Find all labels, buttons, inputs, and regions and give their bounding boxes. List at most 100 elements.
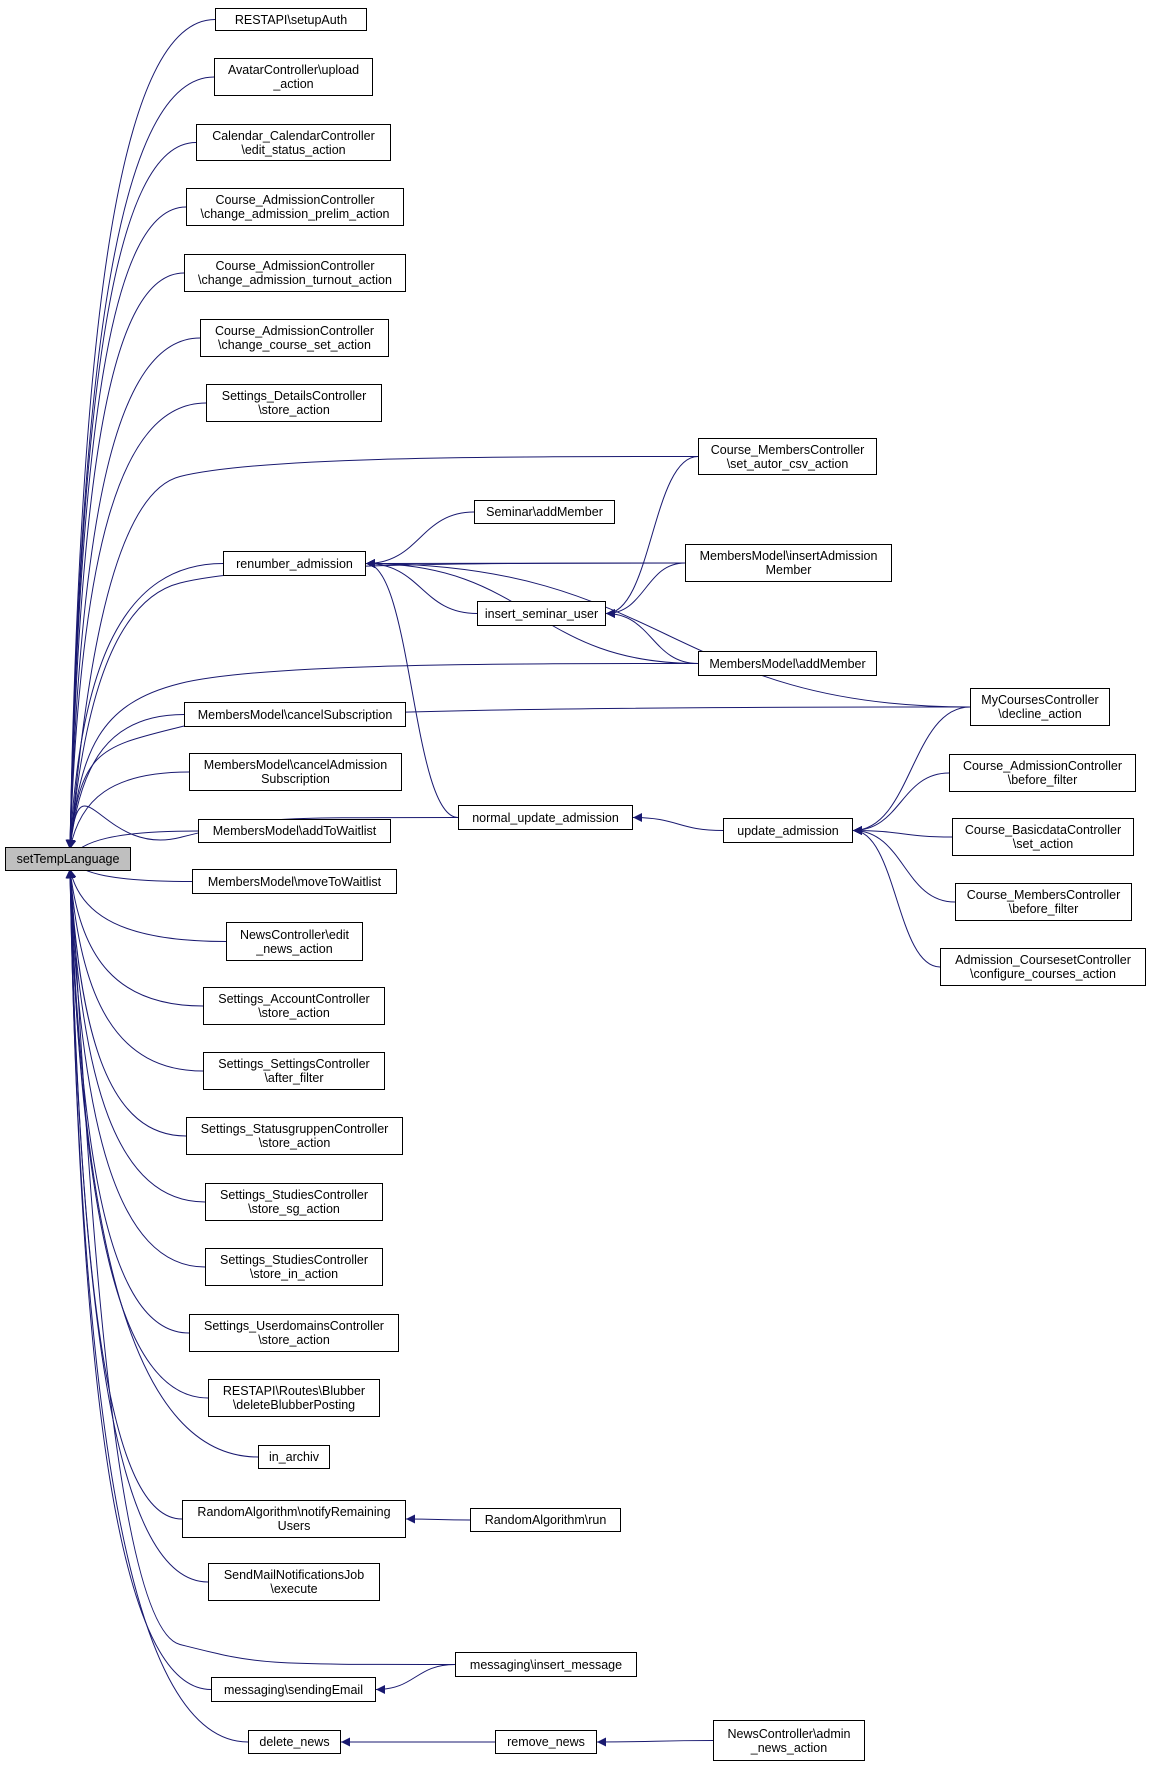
node-seminar-add[interactable]: Seminar\addMember <box>474 500 615 524</box>
node-label: Settings_AccountController \store_action <box>218 992 370 1020</box>
node-cancel-sub[interactable]: MembersModel\cancelSubscription <box>184 702 406 727</box>
edge-insert-adm-member-to-insert-sem-user <box>605 562 686 618</box>
edge-renumber-to-setTempLanguage <box>65 563 224 850</box>
node-label: RESTAPI\setupAuth <box>234 12 348 27</box>
node-label: MembersModel\addMember <box>709 656 866 671</box>
node-cancel-adm-sub[interactable]: MembersModel\cancelAdmission Subscriptio… <box>189 753 402 791</box>
node-update-adm[interactable]: update_admission <box>723 818 853 843</box>
node-setupAuth[interactable]: RESTAPI\setupAuth <box>215 8 367 31</box>
edge-normal-update-to-setTempLanguage <box>66 805 459 850</box>
edge-cancel-adm-sub-to-setTempLanguage <box>67 771 190 850</box>
node-label: MembersModel\insertAdmission Member <box>699 549 878 577</box>
node-label: Settings_SettingsController \after_filte… <box>218 1057 370 1085</box>
edge-news-admin-to-remove-news <box>596 1737 714 1747</box>
node-news-edit[interactable]: NewsController\edit _news_action <box>226 922 363 961</box>
node-adm-courseset[interactable]: Course_AdmissionController \change_cours… <box>200 319 389 357</box>
node-sending-email[interactable]: messaging\sendingEmail <box>211 1677 376 1702</box>
node-details-store[interactable]: Settings_DetailsController \store_action <box>206 384 382 422</box>
node-random-notify[interactable]: RandomAlgorithm\notifyRemaining Users <box>182 1500 406 1538</box>
node-account-store[interactable]: Settings_AccountController \store_action <box>203 987 385 1025</box>
node-label: Calendar_CalendarController \edit_status… <box>212 128 375 157</box>
node-userdomains[interactable]: Settings_UserdomainsController \store_ac… <box>189 1314 399 1352</box>
node-label: Settings_DetailsController \store_action <box>221 389 367 417</box>
node-insert-adm-member[interactable]: MembersModel\insertAdmission Member <box>685 544 892 582</box>
node-label: Course_AdmissionController \change_cours… <box>214 324 375 352</box>
edge-mycourses-to-renumber <box>365 559 971 708</box>
edge-mycourses-to-update-adm <box>852 706 971 835</box>
edge-studies-in-to-setTempLanguage <box>65 868 206 1268</box>
edge-normal-update-to-renumber <box>365 559 459 818</box>
node-label: Course_AdmissionController \before_filte… <box>962 759 1123 787</box>
node-label: Course_BasicdataController \set_action <box>964 823 1122 851</box>
node-insert-sem-user[interactable]: insert_seminar_user <box>477 601 606 626</box>
node-mm-addmember[interactable]: MembersModel\addMember <box>698 651 877 676</box>
node-label: RandomAlgorithm\notifyRemaining Users <box>197 1505 391 1533</box>
node-renumber[interactable]: renumber_admission <box>223 551 366 576</box>
node-move-waitlist[interactable]: MembersModel\moveToWaitlist <box>192 869 397 894</box>
node-sendmail-job[interactable]: SendMailNotificationsJob \execute <box>208 1563 380 1601</box>
edge-delete-news-to-setTempLanguage <box>65 868 249 1743</box>
node-remove-news[interactable]: remove_news <box>495 1730 597 1754</box>
edge-setupAuth-to-setTempLanguage <box>65 19 216 850</box>
node-members-csv[interactable]: Course_MembersController \set_autor_csv_… <box>698 438 877 475</box>
node-label: NewsController\edit _news_action <box>239 927 350 956</box>
edge-random-notify-to-setTempLanguage <box>65 868 183 1520</box>
node-label: MembersModel\addToWaitlist <box>212 824 377 838</box>
node-label: insert_seminar_user <box>484 606 599 621</box>
node-label: Settings_StatusgruppenController \store_… <box>200 1122 389 1150</box>
edge-calendar-to-setTempLanguage <box>65 142 197 850</box>
edge-sending-email-to-setTempLanguage <box>65 868 212 1690</box>
edge-insert-message-to-setTempLanguage <box>66 868 456 1665</box>
node-adm-turnout[interactable]: Course_AdmissionController \change_admis… <box>184 254 406 292</box>
node-label: Course_AdmissionController \change_admis… <box>198 259 392 287</box>
edge-courseset-cfg-to-update-adm <box>852 826 941 968</box>
edge-random-run-to-random-notify <box>405 1514 471 1524</box>
node-adm-prelim[interactable]: Course_AdmissionController \change_admis… <box>186 188 404 226</box>
edge-members-before-to-update-adm <box>852 826 956 903</box>
node-studies-in[interactable]: Settings_StudiesController \store_in_act… <box>205 1248 383 1286</box>
node-label: messaging\sendingEmail <box>224 1682 363 1697</box>
node-label: Seminar\addMember <box>486 505 603 519</box>
edge-userdomains-to-setTempLanguage <box>65 868 190 1334</box>
node-calendar[interactable]: Calendar_CalendarController \edit_status… <box>196 124 391 161</box>
node-delete-news[interactable]: delete_news <box>248 1730 341 1754</box>
node-in-archiv[interactable]: in_archiv <box>258 1445 330 1469</box>
edge-mm-addmember-to-setTempLanguage <box>66 663 699 850</box>
edge-update-adm-to-normal-update <box>632 813 724 831</box>
node-label: MembersModel\cancelAdmission Subscriptio… <box>203 758 388 786</box>
node-label: Settings_UserdomainsController \store_ac… <box>204 1319 384 1347</box>
node-members-before[interactable]: Course_MembersController \before_filter <box>955 883 1132 921</box>
node-label: MyCoursesController \decline_action <box>981 693 1099 721</box>
node-statusgruppen[interactable]: Settings_StatusgruppenController \store_… <box>186 1117 403 1155</box>
node-label: Course_MembersController \before_filter <box>966 888 1121 916</box>
node-label: AvatarController\upload _action <box>227 63 360 91</box>
node-settings-after[interactable]: Settings_SettingsController \after_filte… <box>203 1052 385 1090</box>
edge-adm-courseset-to-setTempLanguage <box>65 337 201 850</box>
node-news-admin[interactable]: NewsController\admin _news_action <box>713 1720 865 1761</box>
node-add-waitlist[interactable]: MembersModel\addToWaitlist <box>198 819 391 843</box>
edge-cancel-sub-to-setTempLanguage <box>66 714 185 850</box>
node-insert-message[interactable]: messaging\insert_message <box>455 1652 637 1677</box>
node-random-run[interactable]: RandomAlgorithm\run <box>470 1508 621 1532</box>
node-label: SendMailNotificationsJob \execute <box>223 1568 365 1596</box>
node-setTempLanguage[interactable]: setTempLanguage <box>5 847 131 871</box>
edge-basicdata-to-update-adm <box>852 826 953 838</box>
node-label: setTempLanguage <box>16 852 120 866</box>
edge-account-store-to-setTempLanguage <box>66 868 204 1007</box>
node-label: delete_news <box>259 1735 330 1749</box>
node-courseset-cfg[interactable]: Admission_CoursesetController \configure… <box>940 948 1146 986</box>
node-avatar[interactable]: AvatarController\upload _action <box>214 58 373 96</box>
node-label: RESTAPI\Routes\Blubber \deleteBlubberPos… <box>222 1384 366 1412</box>
node-label: messaging\insert_message <box>469 1657 623 1672</box>
node-mycourses[interactable]: MyCoursesController \decline_action <box>970 688 1110 726</box>
node-blubber[interactable]: RESTAPI\Routes\Blubber \deleteBlubberPos… <box>208 1379 380 1417</box>
node-adm-before[interactable]: Course_AdmissionController \before_filte… <box>949 754 1136 792</box>
node-label: normal_update_admission <box>472 810 619 825</box>
node-basicdata[interactable]: Course_BasicdataController \set_action <box>952 818 1134 856</box>
node-label: MembersModel\moveToWaitlist <box>207 874 382 889</box>
edge-news-edit-to-setTempLanguage <box>67 868 227 942</box>
node-studies-sg[interactable]: Settings_StudiesController \store_sg_act… <box>205 1183 383 1221</box>
node-normal-update[interactable]: normal_update_admission <box>458 805 633 830</box>
edge-insert-message-to-sending-email <box>375 1664 456 1694</box>
node-label: Course_MembersController \set_autor_csv_… <box>710 442 865 471</box>
